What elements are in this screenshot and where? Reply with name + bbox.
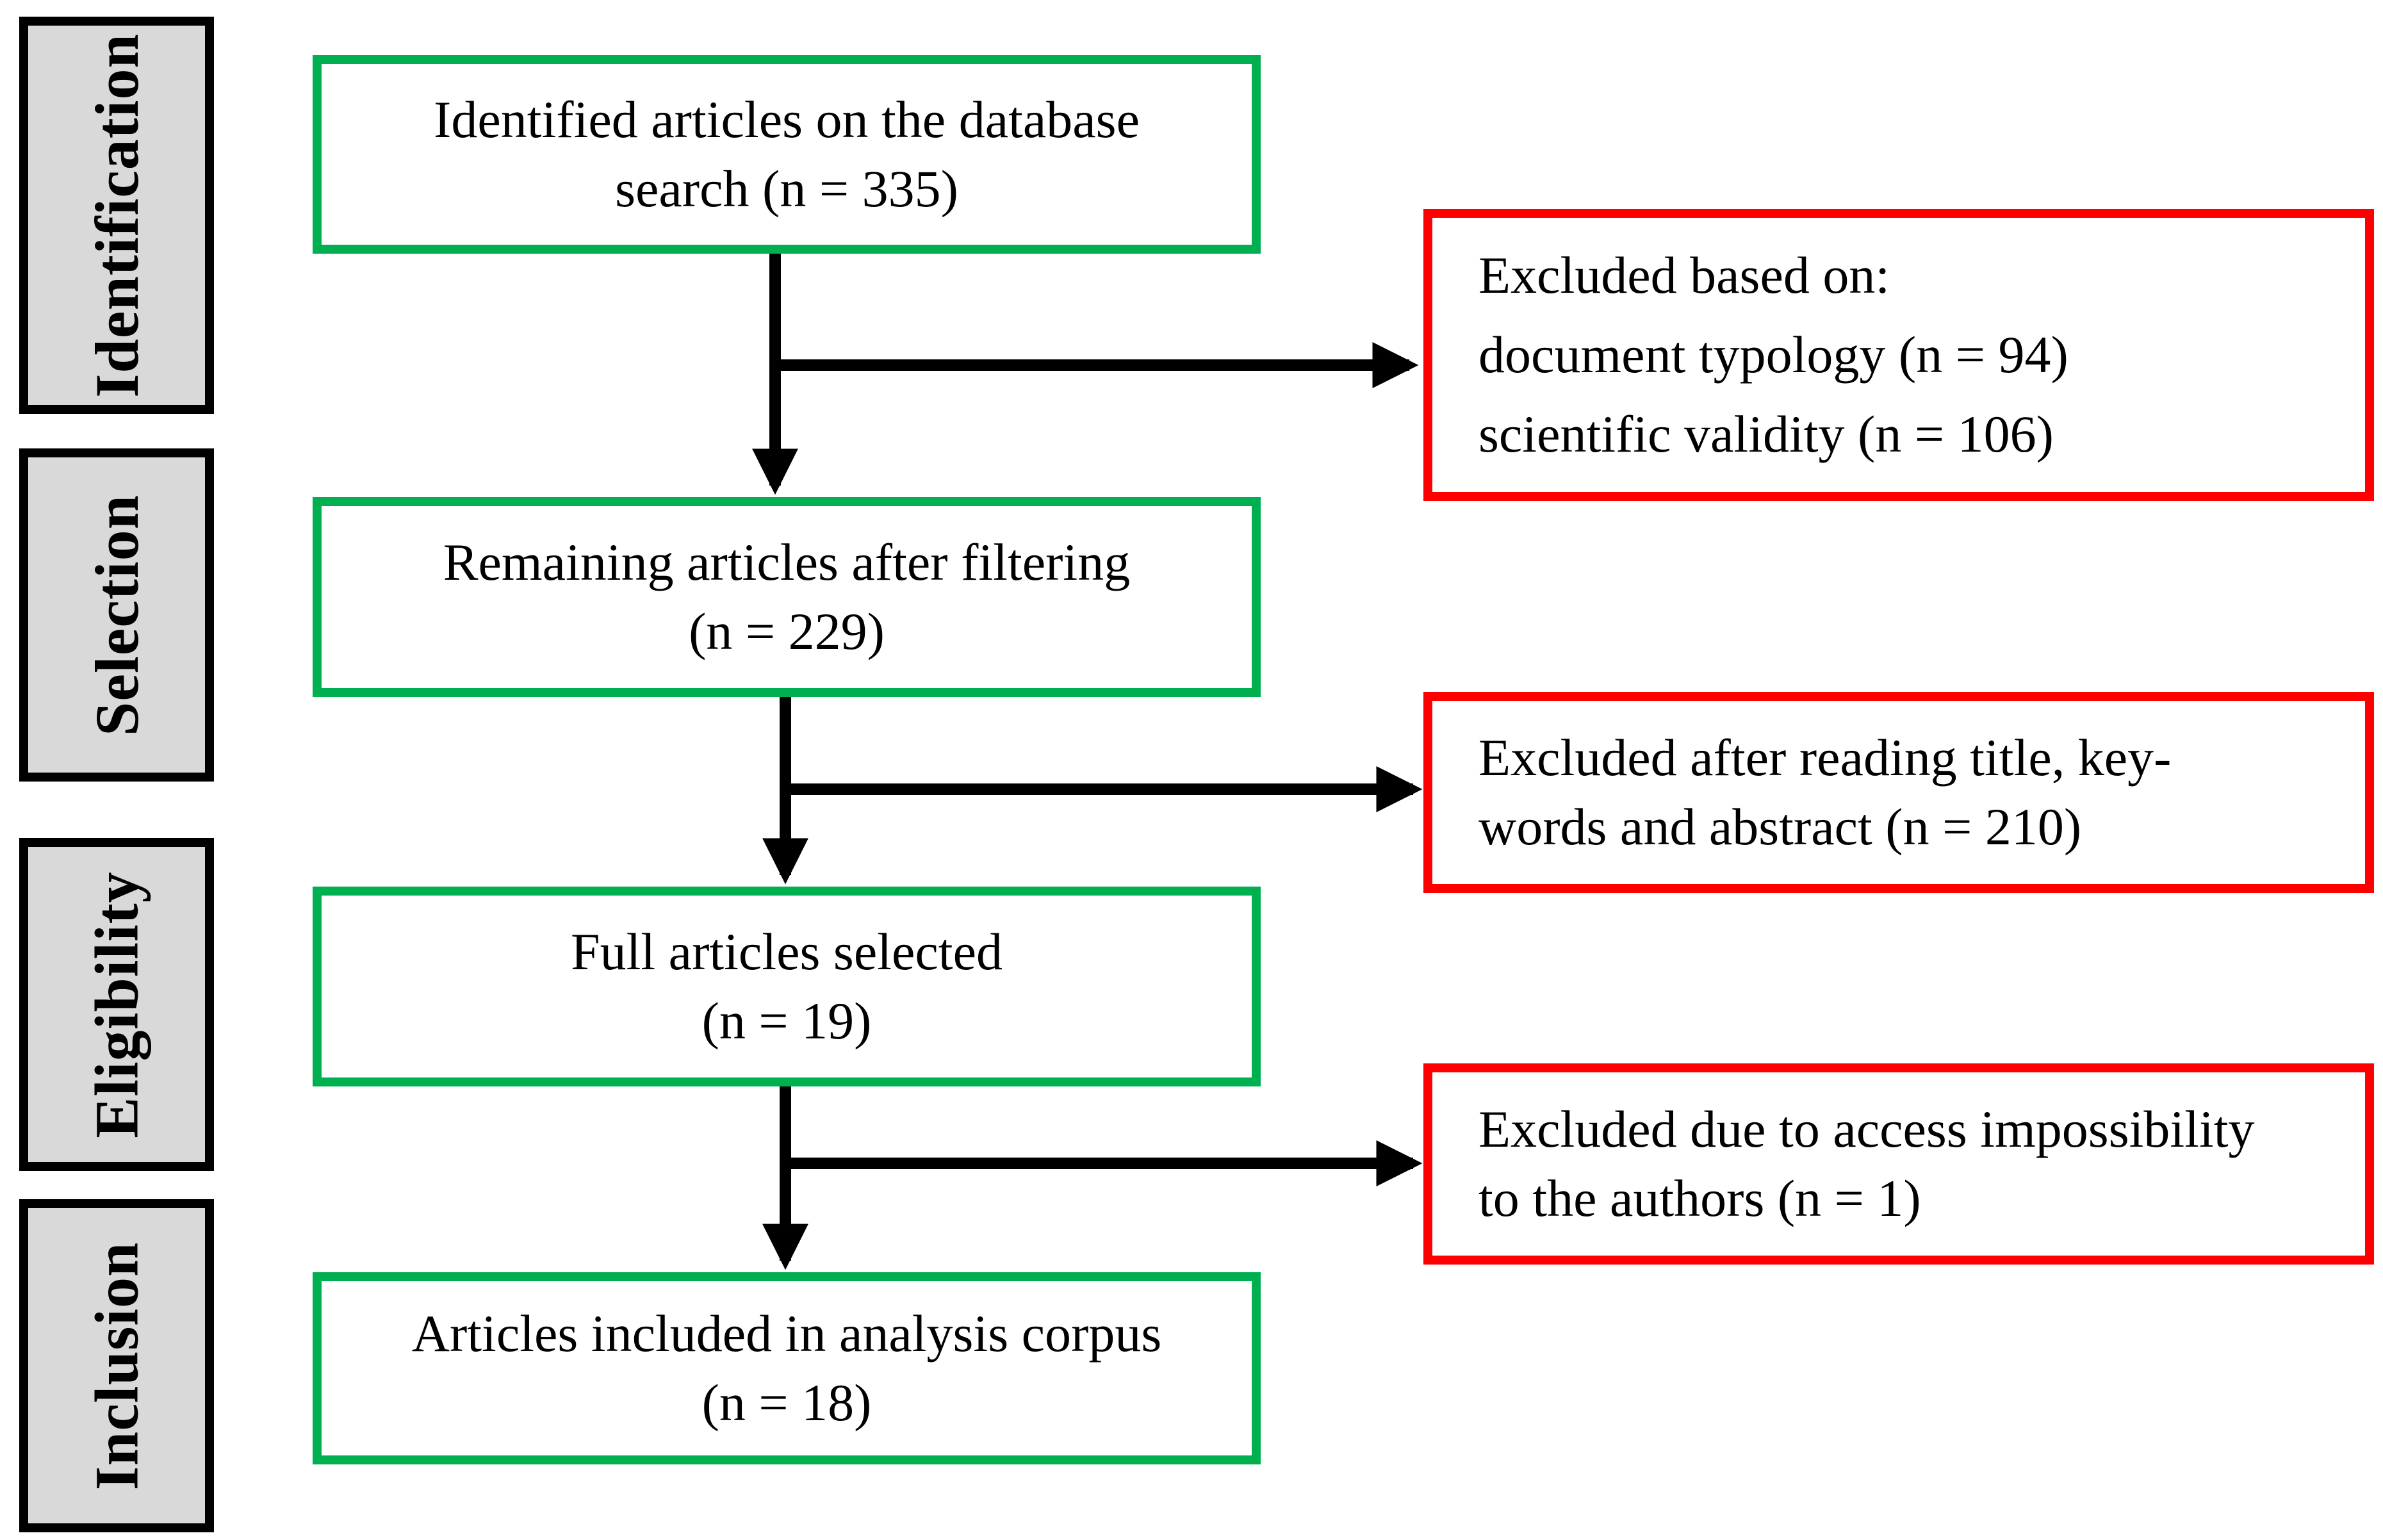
box-text-line: Articles included in analysis corpus <box>411 1304 1162 1363</box>
box-text-line: Identified articles on the database <box>434 90 1140 149</box>
excluded-title-keywords-box: Excluded after reading title, key- words… <box>1423 692 2374 893</box>
phase-selection: Selection <box>19 448 214 782</box>
box-text-line: Full articles selected <box>571 922 1003 981</box>
excluded-typology-validity-box: Excluded based on: document typology (n … <box>1423 209 2374 501</box>
box-text-line: Excluded based on: <box>1478 246 1890 304</box>
phase-identification: Identification <box>19 17 214 414</box>
box-text-line: Excluded after reading title, key- <box>1478 728 2172 787</box>
remaining-articles-box: Remaining articles after filtering (n = … <box>313 497 1261 697</box>
box-text-line: words and abstract (n = 210) <box>1478 798 2082 856</box>
box-text-line: scientific validity (n = 106) <box>1478 405 2054 463</box>
excluded-access-box: Excluded due to access impossibility to … <box>1423 1063 2374 1265</box>
included-articles-box: Articles included in analysis corpus (n … <box>313 1272 1261 1464</box>
box-text-line: search (n = 335) <box>615 160 958 218</box>
box-text-line: Remaining articles after filtering <box>443 533 1131 591</box>
phase-inclusion: Inclusion <box>19 1199 214 1532</box>
full-articles-box: Full articles selected (n = 19) <box>313 887 1261 1086</box>
box-text-line: to the authors (n = 1) <box>1478 1169 1921 1227</box>
box-text-line: (n = 18) <box>701 1373 872 1432</box>
box-text-line: document typology (n = 94) <box>1478 325 2068 384</box>
box-text-line: (n = 19) <box>701 992 872 1050</box>
identified-articles-box: Identified articles on the database sear… <box>313 55 1261 254</box>
box-text-line: (n = 229) <box>689 602 885 660</box>
box-text-line: Excluded due to access impossibility <box>1478 1100 2255 1158</box>
phase-eligibility: Eligibility <box>19 838 214 1171</box>
